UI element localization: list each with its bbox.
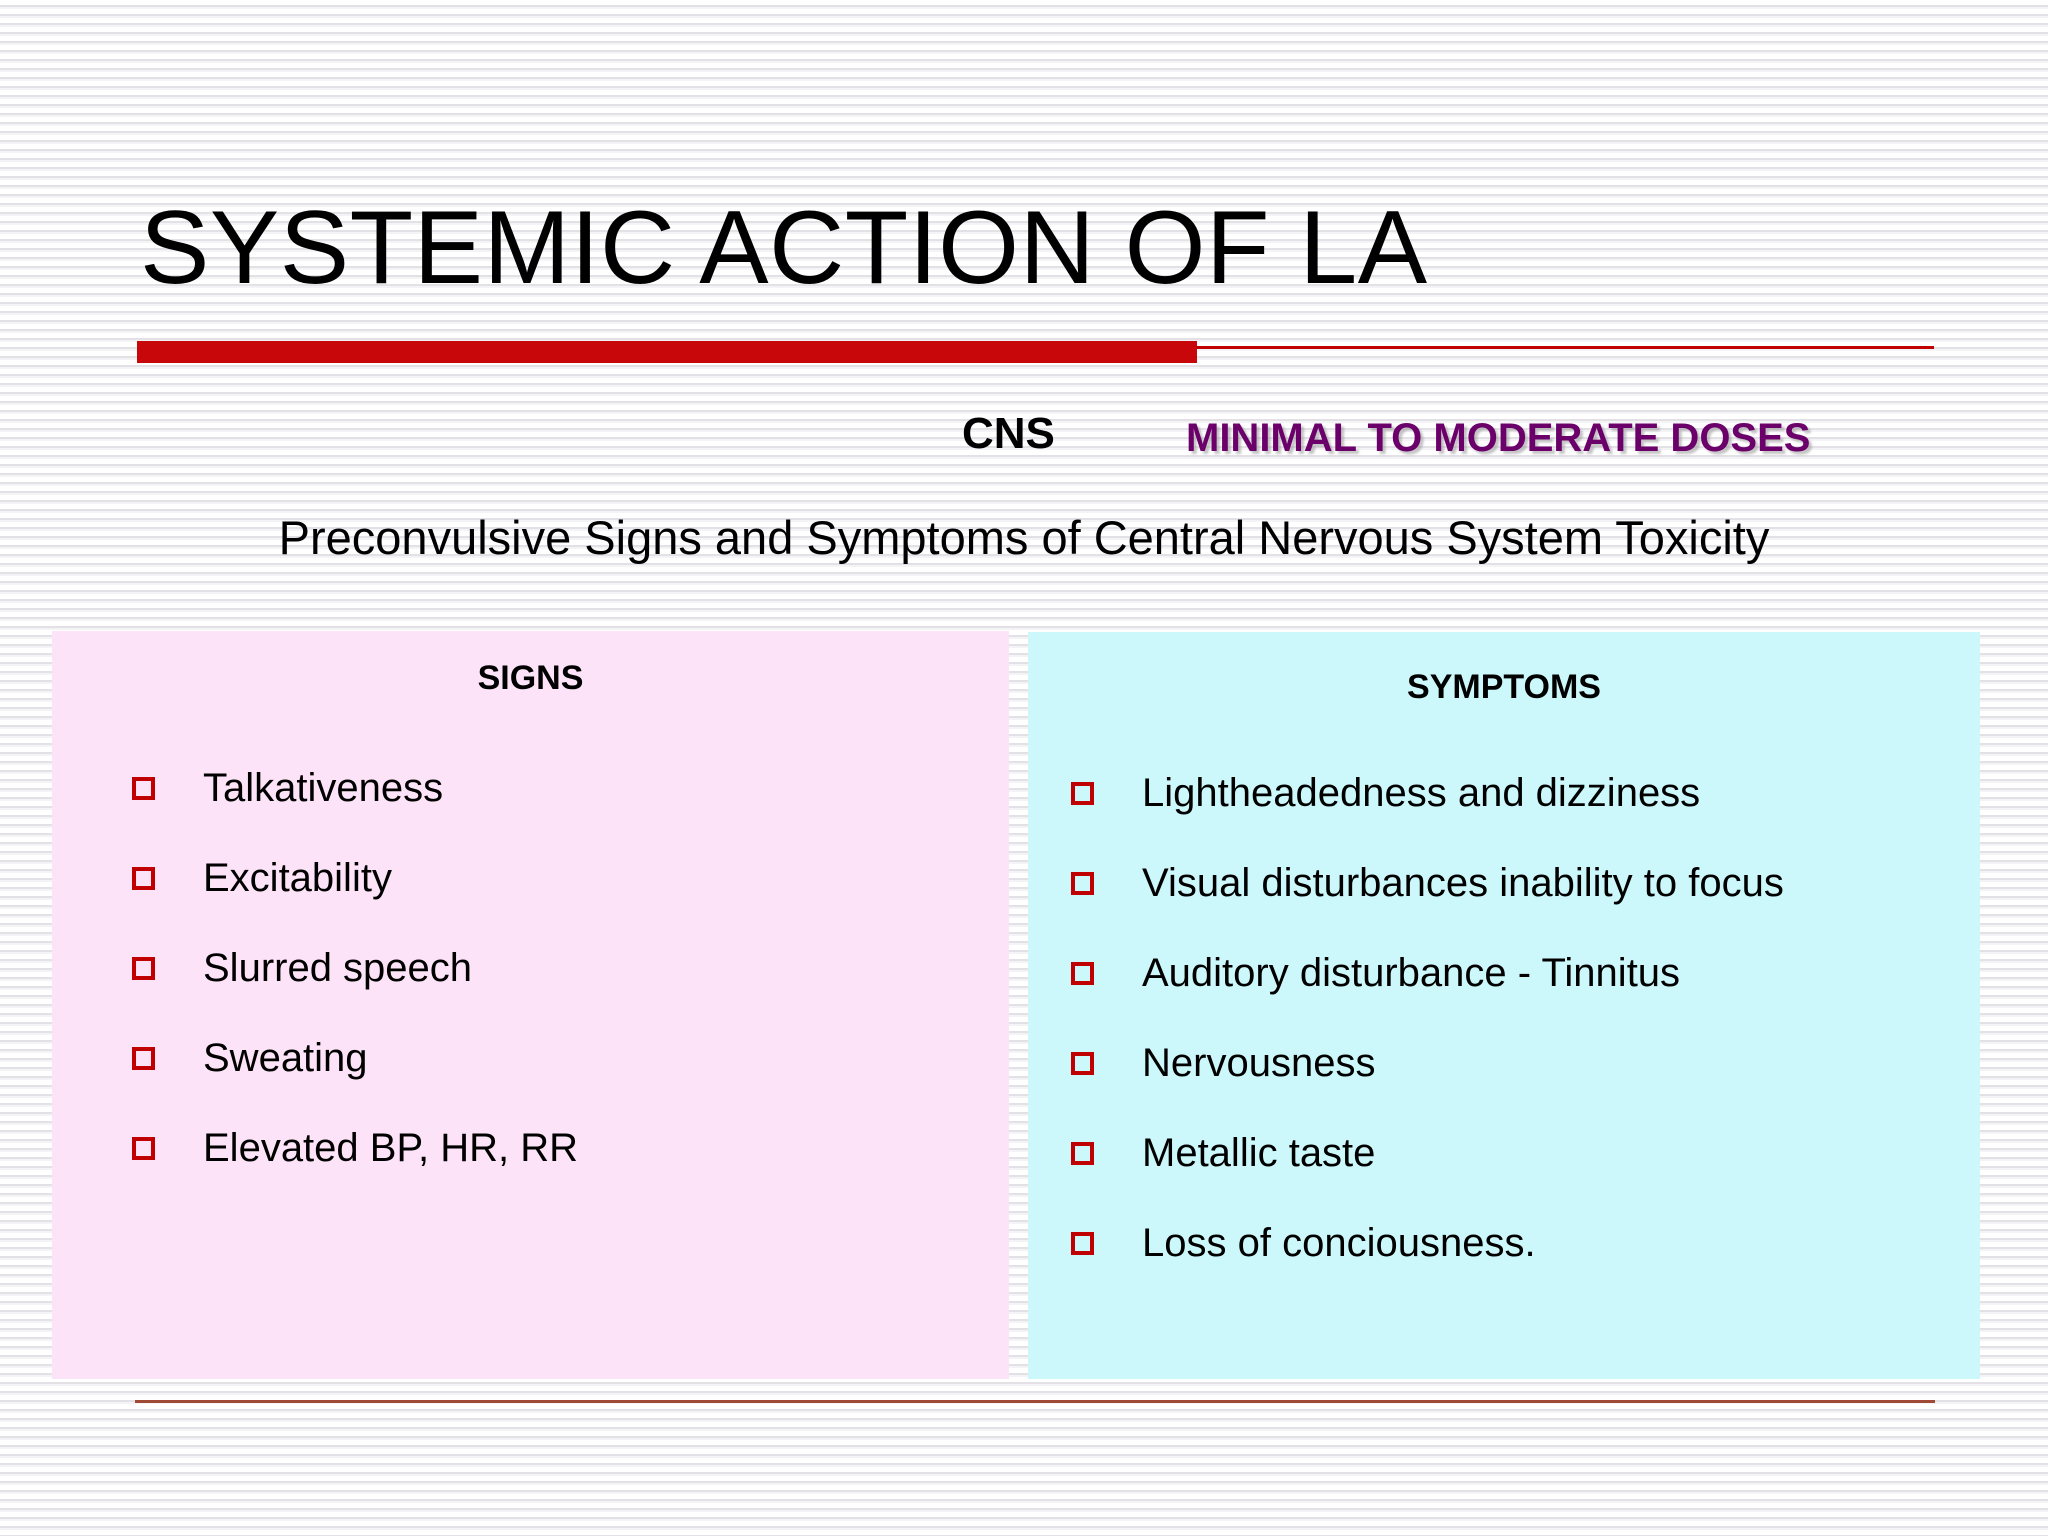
square-bullet-icon — [1071, 871, 1094, 895]
list-item-label: Elevated BP, HR, RR — [203, 1126, 578, 1170]
list-item: Auditory disturbance - Tinnitus — [1028, 928, 1980, 1018]
symptoms-panel: SYMPTOMS Lightheadedness and dizziness V… — [1028, 632, 1980, 1379]
list-item: Talkativeness — [80, 743, 1009, 833]
square-bullet-icon — [132, 866, 155, 890]
list-item: Slurred speech — [80, 923, 1009, 1013]
square-bullet-icon — [132, 1136, 155, 1160]
square-bullet-icon — [1071, 781, 1094, 805]
square-bullet-icon — [1071, 1141, 1094, 1165]
list-item-label: Auditory disturbance - Tinnitus — [1142, 951, 1681, 995]
list-item: Visual disturbances inability to focus — [1028, 838, 1980, 928]
square-bullet-icon — [1071, 961, 1094, 985]
list-item: Metallic taste — [1028, 1108, 1980, 1198]
signs-list: Talkativeness Excitability Slurred speec… — [52, 743, 1009, 1193]
list-item-label: Lightheadedness and dizziness — [1142, 771, 1701, 815]
title-underline-accent — [137, 341, 1197, 363]
list-item: Sweating — [80, 1013, 1009, 1103]
list-item-label: Excitability — [203, 856, 392, 900]
list-item-label: Sweating — [203, 1036, 368, 1080]
square-bullet-icon — [1071, 1051, 1094, 1075]
footer-rule — [135, 1400, 1935, 1403]
symptoms-list: Lightheadedness and dizziness Visual dis… — [1028, 748, 1980, 1288]
list-item-label: Visual disturbances inability to focus — [1142, 861, 1784, 905]
square-bullet-icon — [132, 956, 155, 980]
list-item-label: Loss of conciousness. — [1142, 1221, 1536, 1265]
square-bullet-icon — [132, 1046, 155, 1070]
list-item-label: Slurred speech — [203, 946, 473, 990]
dose-range-label: MINIMAL TO MODERATE DOSES — [1186, 416, 1811, 460]
signs-panel: SIGNS Talkativeness Excitability Slurred… — [52, 631, 1009, 1379]
list-item: Nervousness — [1028, 1018, 1980, 1108]
symptoms-panel-heading: SYMPTOMS — [1407, 668, 1601, 706]
list-item: Excitability — [80, 833, 1009, 923]
list-item-label: Nervousness — [1142, 1041, 1376, 1085]
square-bullet-icon — [132, 776, 155, 800]
list-item: Loss of conciousness. — [1028, 1198, 1980, 1288]
slide-subtitle: Preconvulsive Signs and Symptoms of Cent… — [278, 511, 1770, 564]
section-label-cns: CNS — [962, 409, 1055, 458]
list-item: Lightheadedness and dizziness — [1028, 748, 1980, 838]
page-title: SYSTEMIC ACTION OF LA — [140, 190, 1428, 306]
square-bullet-icon — [1071, 1231, 1094, 1255]
list-item-label: Talkativeness — [203, 766, 444, 810]
list-item-label: Metallic taste — [1142, 1131, 1376, 1175]
list-item: Elevated BP, HR, RR — [80, 1103, 1009, 1193]
signs-panel-heading: SIGNS — [477, 659, 584, 697]
